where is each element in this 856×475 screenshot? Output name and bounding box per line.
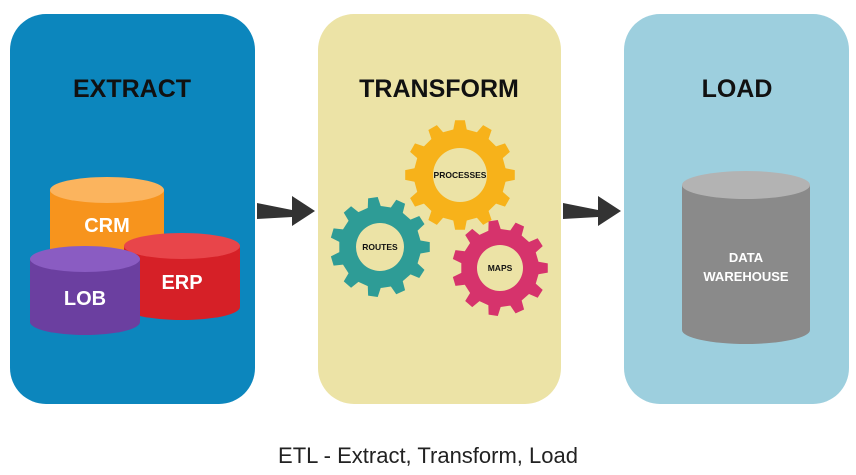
transform-panel: TRANSFORM PROCESSES ROUTES MAPS [318,14,561,404]
diagram-caption: ETL - Extract, Transform, Load [278,443,578,468]
data-warehouse-database-icon: DATA WAREHOUSE [682,171,810,344]
extract-title: EXTRACT [73,75,191,103]
lob-label: LOB [64,288,106,310]
erp-label: ERP [161,272,202,294]
erp-cylinder-body [124,246,240,320]
erp-database-icon: ERP [124,233,240,320]
lob-database-icon: LOB [30,246,140,335]
transform-title: TRANSFORM [359,75,519,103]
crm-label: CRM [84,215,130,237]
warehouse-cylinder-top [682,171,810,199]
routes-label: ROUTES [362,242,398,252]
gear-icon: PROCESSES [405,120,515,230]
warehouse-cylinder-body [682,185,810,344]
maps-label: MAPS [488,263,513,273]
arrow-extract-to-transform [257,196,315,226]
gear-icon: ROUTES [330,197,430,297]
lob-cylinder-top [30,246,140,272]
arrow-right-icon [563,196,621,226]
erp-cylinder-top [124,233,240,259]
warehouse-label-line1: DATA [729,250,764,265]
extract-panel: EXTRACT CRM ERP LOB [10,14,255,404]
maps-gear-shape [452,220,548,316]
load-panel: LOAD DATA WAREHOUSE [624,14,849,404]
arrow-transform-to-load [563,196,621,226]
gear-icon: MAPS [452,220,548,316]
processes-gear-shape [405,120,515,230]
routes-gear-shape [330,197,430,297]
lob-cylinder-body [30,259,140,335]
load-title: LOAD [702,75,773,103]
crm-cylinder-top [50,177,164,203]
warehouse-label-line2: WAREHOUSE [703,269,789,284]
arrow-right-icon [257,196,315,226]
processes-label: PROCESSES [434,170,487,180]
